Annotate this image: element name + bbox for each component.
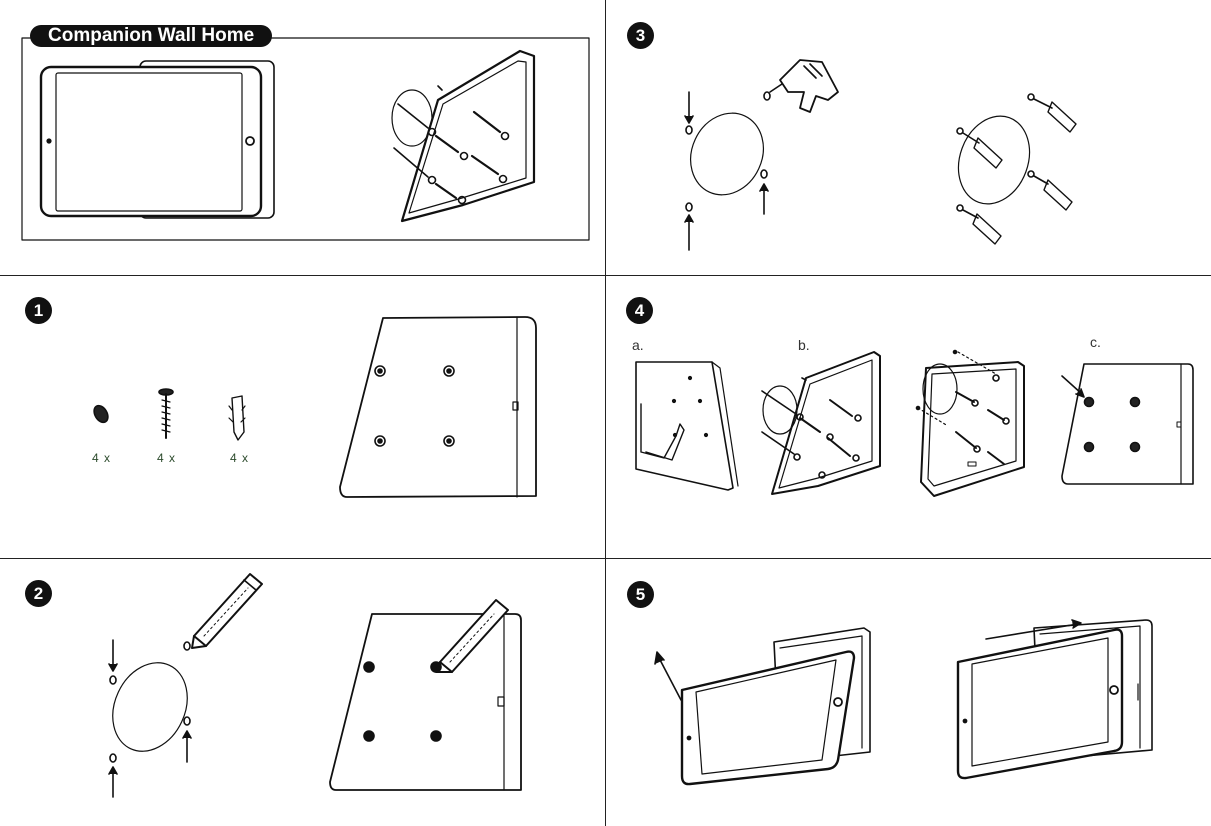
screw-count: 4 x bbox=[157, 451, 177, 465]
step3-illustration bbox=[684, 59, 1077, 251]
washer-icon bbox=[93, 404, 109, 424]
horizontal-divider-2 bbox=[0, 558, 1211, 559]
step-1-badge: 1 bbox=[25, 297, 52, 324]
washer-count: 4 x bbox=[92, 451, 112, 465]
product-title: Companion Wall Home bbox=[30, 25, 273, 47]
step-3-badge: 3 bbox=[627, 22, 654, 49]
header-panel bbox=[21, 37, 590, 241]
horizontal-divider-1 bbox=[0, 275, 1211, 276]
step4-illustration bbox=[635, 349, 1194, 497]
anchor-count: 4 x bbox=[230, 451, 250, 465]
screw-icon bbox=[158, 388, 174, 439]
plate-marking bbox=[329, 599, 522, 791]
step1-illustration bbox=[93, 316, 537, 498]
anchor-icons bbox=[956, 93, 1077, 245]
step4-label-a: a. bbox=[632, 337, 644, 353]
mount-frame-illustration bbox=[391, 49, 536, 223]
pencil-icon bbox=[191, 573, 263, 649]
step2-illustration bbox=[108, 573, 522, 798]
step4-label-b: b. bbox=[798, 337, 810, 353]
anchor-icon bbox=[228, 395, 246, 441]
step-5-badge: 5 bbox=[627, 581, 654, 608]
vertical-divider bbox=[605, 0, 606, 826]
tablet-front-view bbox=[39, 60, 275, 219]
mount-back-plate bbox=[339, 316, 537, 498]
step-2-badge: 2 bbox=[25, 580, 52, 607]
drill-icon bbox=[763, 59, 839, 113]
step4-label-c: c. bbox=[1090, 334, 1101, 350]
step-4-badge: 4 bbox=[626, 297, 653, 324]
step5-illustration bbox=[654, 619, 1153, 786]
